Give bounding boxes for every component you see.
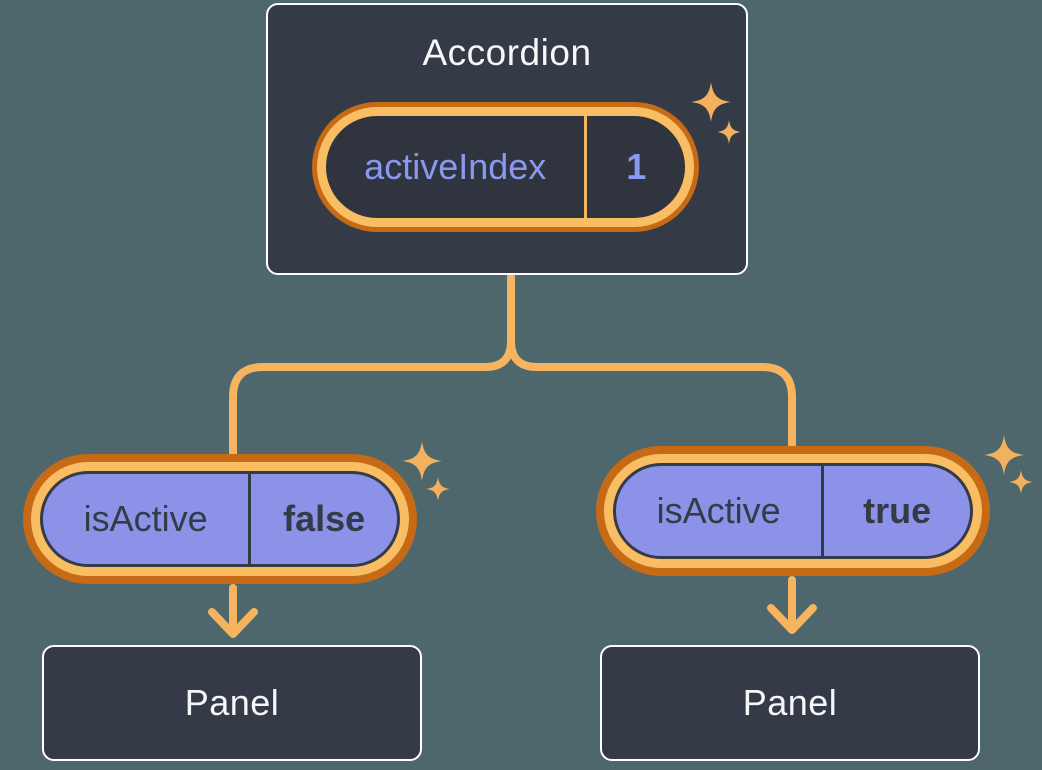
- prop-pill-left-ring: isActive false: [31, 462, 409, 576]
- prop-pill-right: isActive true: [596, 446, 990, 576]
- arrow-right-head-icon: [767, 604, 817, 634]
- panel-left-label: Panel: [184, 682, 280, 723]
- accordion-node: Accordion activeIndex 1: [266, 3, 748, 275]
- accordion-title: Accordion: [422, 32, 592, 73]
- prop-pill-left: isActive false: [23, 454, 417, 584]
- prop-pill-right-divider: [821, 466, 825, 556]
- panel-node-left: Panel: [42, 645, 422, 761]
- prop-pill-left-body: isActive false: [40, 471, 400, 567]
- state-label: activeIndex: [364, 146, 547, 187]
- arrow-left-head-icon: [208, 608, 258, 638]
- prop-value-right: true: [863, 490, 932, 531]
- state-pill-divider: [584, 116, 588, 218]
- connector-root-to-right: [507, 273, 796, 474]
- prop-pill-right-body: isActive true: [613, 463, 973, 559]
- state-pill-ring: activeIndex 1: [317, 107, 694, 227]
- state-pill: activeIndex 1: [312, 102, 699, 232]
- prop-label-right: isActive: [656, 490, 781, 531]
- connector-root-to-left: [229, 273, 515, 474]
- prop-pill-left-divider: [248, 474, 252, 564]
- state-pill-body: activeIndex 1: [326, 116, 685, 218]
- state-value: 1: [626, 146, 647, 187]
- sparkle-icon-right: [984, 435, 1033, 494]
- panel-node-right: Panel: [600, 645, 980, 761]
- prop-label-left: isActive: [83, 498, 208, 539]
- prop-value-left: false: [283, 498, 366, 539]
- prop-pill-right-ring: isActive true: [604, 454, 982, 568]
- panel-right-label: Panel: [742, 682, 838, 723]
